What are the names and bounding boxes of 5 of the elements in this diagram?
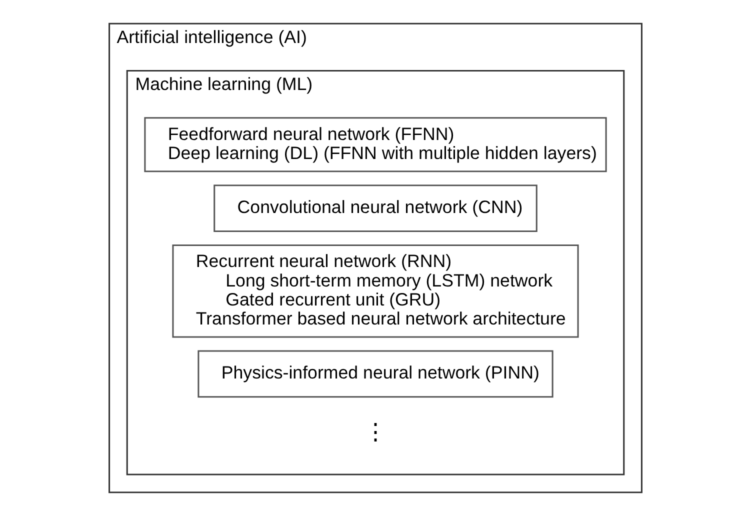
node-box: Convolutional neural network (CNN) [213,184,537,232]
node-box: Feedforward neural network (FFNN) Deep learning (DL) (FFNN with multiple hidden layers) [144,117,606,172]
node-box: Recurrent neural network (RNN) Long short-term memory (LSTM) network Gated recurrent unit (GRU) Transformer based neural network architecture [172,244,578,338]
label: ⋮ [364,418,386,444]
node-box: Physics-informed neural network (PINN) [197,350,553,398]
